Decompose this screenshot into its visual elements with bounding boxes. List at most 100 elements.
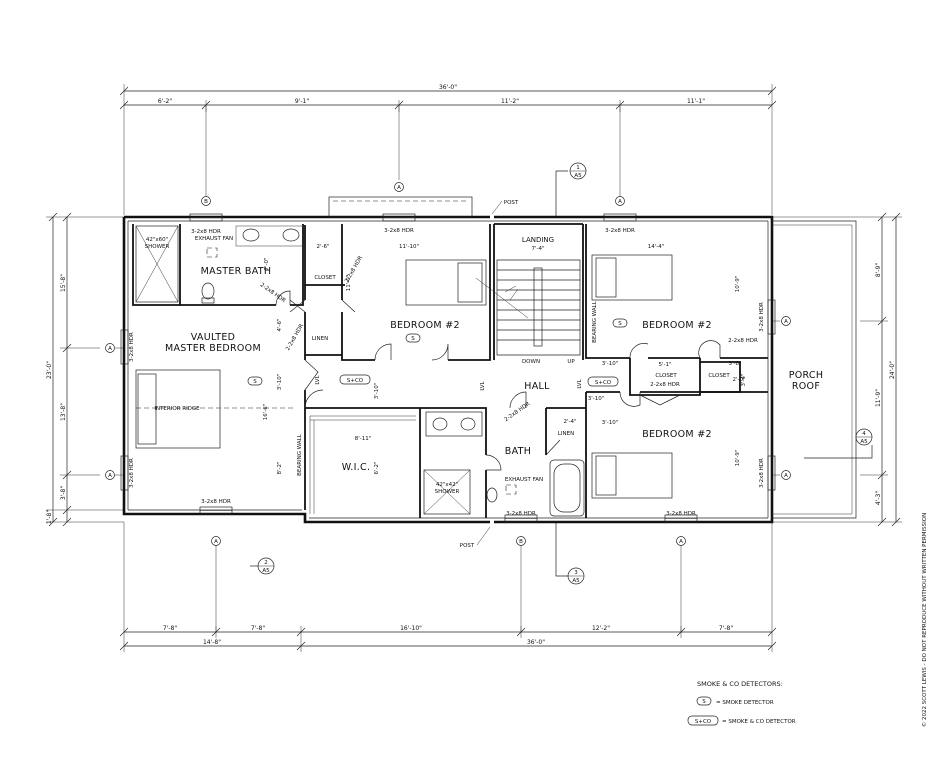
room-bath: BATH xyxy=(505,446,531,457)
dim-right-2: 11'-9" xyxy=(875,389,882,407)
svg-text:LVL: LVL xyxy=(577,378,583,388)
svg-text:2-2x8 HDR: 2-2x8 HDR xyxy=(504,401,532,423)
svg-text:16'-6": 16'-6" xyxy=(263,404,269,421)
svg-text:A5: A5 xyxy=(574,173,582,179)
legend-sco-symbol xyxy=(687,715,719,726)
svg-text:3-2x8 HDR: 3-2x8 HDR xyxy=(191,229,221,235)
smoke-detector-master xyxy=(247,376,263,386)
room-labels: MASTER BATH VAULTED MASTER BEDROOM BEDRO… xyxy=(165,236,823,473)
svg-text:8'-11": 8'-11" xyxy=(355,436,372,442)
grid-bubble-a-top-2 xyxy=(615,196,625,206)
svg-text:EXHAUST FAN: EXHAUST FAN xyxy=(195,236,233,242)
svg-text:SHOWER: SHOWER xyxy=(435,489,460,495)
svg-text:1: 1 xyxy=(576,165,580,171)
svg-text:A: A xyxy=(618,199,622,205)
svg-text:3'-10": 3'-10" xyxy=(277,374,283,391)
smoke-co-detector-1 xyxy=(339,374,371,385)
room-porch-1: PORCH xyxy=(789,370,824,381)
dim-right-total: 24'-0" xyxy=(889,361,896,379)
svg-text:42"x60": 42"x60" xyxy=(146,237,168,243)
room-master-bath: MASTER BATH xyxy=(201,266,272,277)
svg-text:DOWN: DOWN xyxy=(522,359,540,365)
svg-text:A5: A5 xyxy=(262,568,270,574)
svg-text:2-2x8 HDR: 2-2x8 HDR xyxy=(650,382,680,388)
svg-text:4'-6": 4'-6" xyxy=(277,318,283,331)
master-shower xyxy=(135,225,179,303)
grid-markers: B A A A B A A A A A xyxy=(105,105,791,632)
svg-text:SHOWER: SHOWER xyxy=(145,244,170,250)
dim-right-1: 8'-9" xyxy=(875,263,882,277)
svg-text:3-2x8 HDR: 3-2x8 HDR xyxy=(605,228,635,234)
grid-bubble-b-top xyxy=(201,196,211,206)
room-hall: HALL xyxy=(524,381,550,392)
svg-text:3'-4": 3'-4" xyxy=(741,373,747,386)
svg-text:S+CO: S+CO xyxy=(695,719,712,725)
dim-top-4: 11'-1" xyxy=(687,98,705,105)
dim-bot-1: 7'-8" xyxy=(163,625,177,632)
grid-bubble-a-bottom-2 xyxy=(676,536,686,546)
toilet-master xyxy=(201,282,215,300)
dim-left-total: 23'-0" xyxy=(46,361,53,379)
grid-bubble-a-bottom-1 xyxy=(211,536,221,546)
legend-title: SMOKE & CO DETECTORS: xyxy=(697,680,783,688)
svg-text:A: A xyxy=(679,539,683,545)
svg-text:B: B xyxy=(204,199,208,205)
svg-text:3'-10": 3'-10" xyxy=(374,383,380,400)
svg-text:CLOSET: CLOSET xyxy=(314,275,336,281)
svg-text:INTERIOR RIDGE: INTERIOR RIDGE xyxy=(154,406,200,412)
smoke-detector-bed-a xyxy=(405,333,421,343)
svg-text:A: A xyxy=(108,473,112,479)
svg-text:LINEN: LINEN xyxy=(558,431,574,437)
svg-text:6'-2": 6'-2" xyxy=(374,461,380,474)
svg-text:A: A xyxy=(214,539,218,545)
svg-text:3-2x8 HDR: 3-2x8 HDR xyxy=(201,499,231,505)
room-landing: LANDING xyxy=(522,236,554,244)
svg-text:3-2x8 HDR: 3-2x8 HDR xyxy=(759,458,765,488)
svg-text:3-2x8 HDR: 3-2x8 HDR xyxy=(759,302,765,332)
dim-bot-row2-2: 36'-0" xyxy=(527,639,545,646)
dim-left-2: 13'-8" xyxy=(60,403,67,421)
legend-smoke-text: = SMOKE DETECTOR xyxy=(716,700,774,706)
svg-text:2'-0": 2'-0" xyxy=(732,377,745,383)
svg-text:3'-10": 3'-10" xyxy=(602,361,619,367)
svg-text:3'-10": 3'-10" xyxy=(602,420,619,426)
svg-text:5'-1": 5'-1" xyxy=(658,362,671,368)
bed-c xyxy=(591,452,673,499)
interior-walls xyxy=(132,223,768,518)
legend-smoke-symbol xyxy=(696,696,712,706)
dim-left-3: 3'-8" xyxy=(60,486,67,500)
svg-text:11'-10": 11'-10" xyxy=(399,244,419,250)
smoke-detectors: S S S S+CO S+CO xyxy=(247,318,628,387)
svg-text:CLOSET: CLOSET xyxy=(708,373,730,379)
svg-text:POST: POST xyxy=(460,543,475,549)
grid-bubble-b-bottom xyxy=(516,536,526,546)
svg-text:A: A xyxy=(108,346,112,352)
window-headers xyxy=(120,213,776,523)
dimension-lines xyxy=(46,84,902,652)
svg-text:14'-4": 14'-4" xyxy=(648,244,665,250)
svg-text:S: S xyxy=(253,379,257,385)
svg-text:A: A xyxy=(784,319,788,325)
bed-a xyxy=(405,259,487,306)
furniture-beds xyxy=(135,254,673,499)
room-wic: W.I.C. xyxy=(342,462,371,473)
svg-text:2: 2 xyxy=(264,560,268,566)
dim-bot-5: 7'-8" xyxy=(719,625,733,632)
grid-bubble-a-right-2 xyxy=(781,470,791,480)
bathtub xyxy=(549,459,585,517)
dim-bot-row2-1: 14'-8" xyxy=(203,639,221,646)
svg-text:3-2x8 HDR: 3-2x8 HDR xyxy=(129,458,135,488)
svg-text:2'-4": 2'-4" xyxy=(563,419,576,425)
room-vaulted-2: MASTER BEDROOM xyxy=(165,343,261,354)
svg-text:CLOSET: CLOSET xyxy=(655,373,677,379)
svg-text:BEARING WALL: BEARING WALL xyxy=(592,300,598,343)
dim-bot-2: 7'-8" xyxy=(251,625,265,632)
svg-text:2-2x8 HDR: 2-2x8 HDR xyxy=(728,338,758,344)
svg-text:LVL: LVL xyxy=(480,380,486,390)
svg-text:S+CO: S+CO xyxy=(595,380,612,386)
svg-text:B: B xyxy=(519,539,523,545)
exterior-walls xyxy=(122,196,857,524)
room-bedroom-c: BEDROOM #2 xyxy=(642,429,712,440)
svg-text:2'-6": 2'-6" xyxy=(316,244,329,250)
grid-bubble-a-right-1 xyxy=(781,316,791,326)
